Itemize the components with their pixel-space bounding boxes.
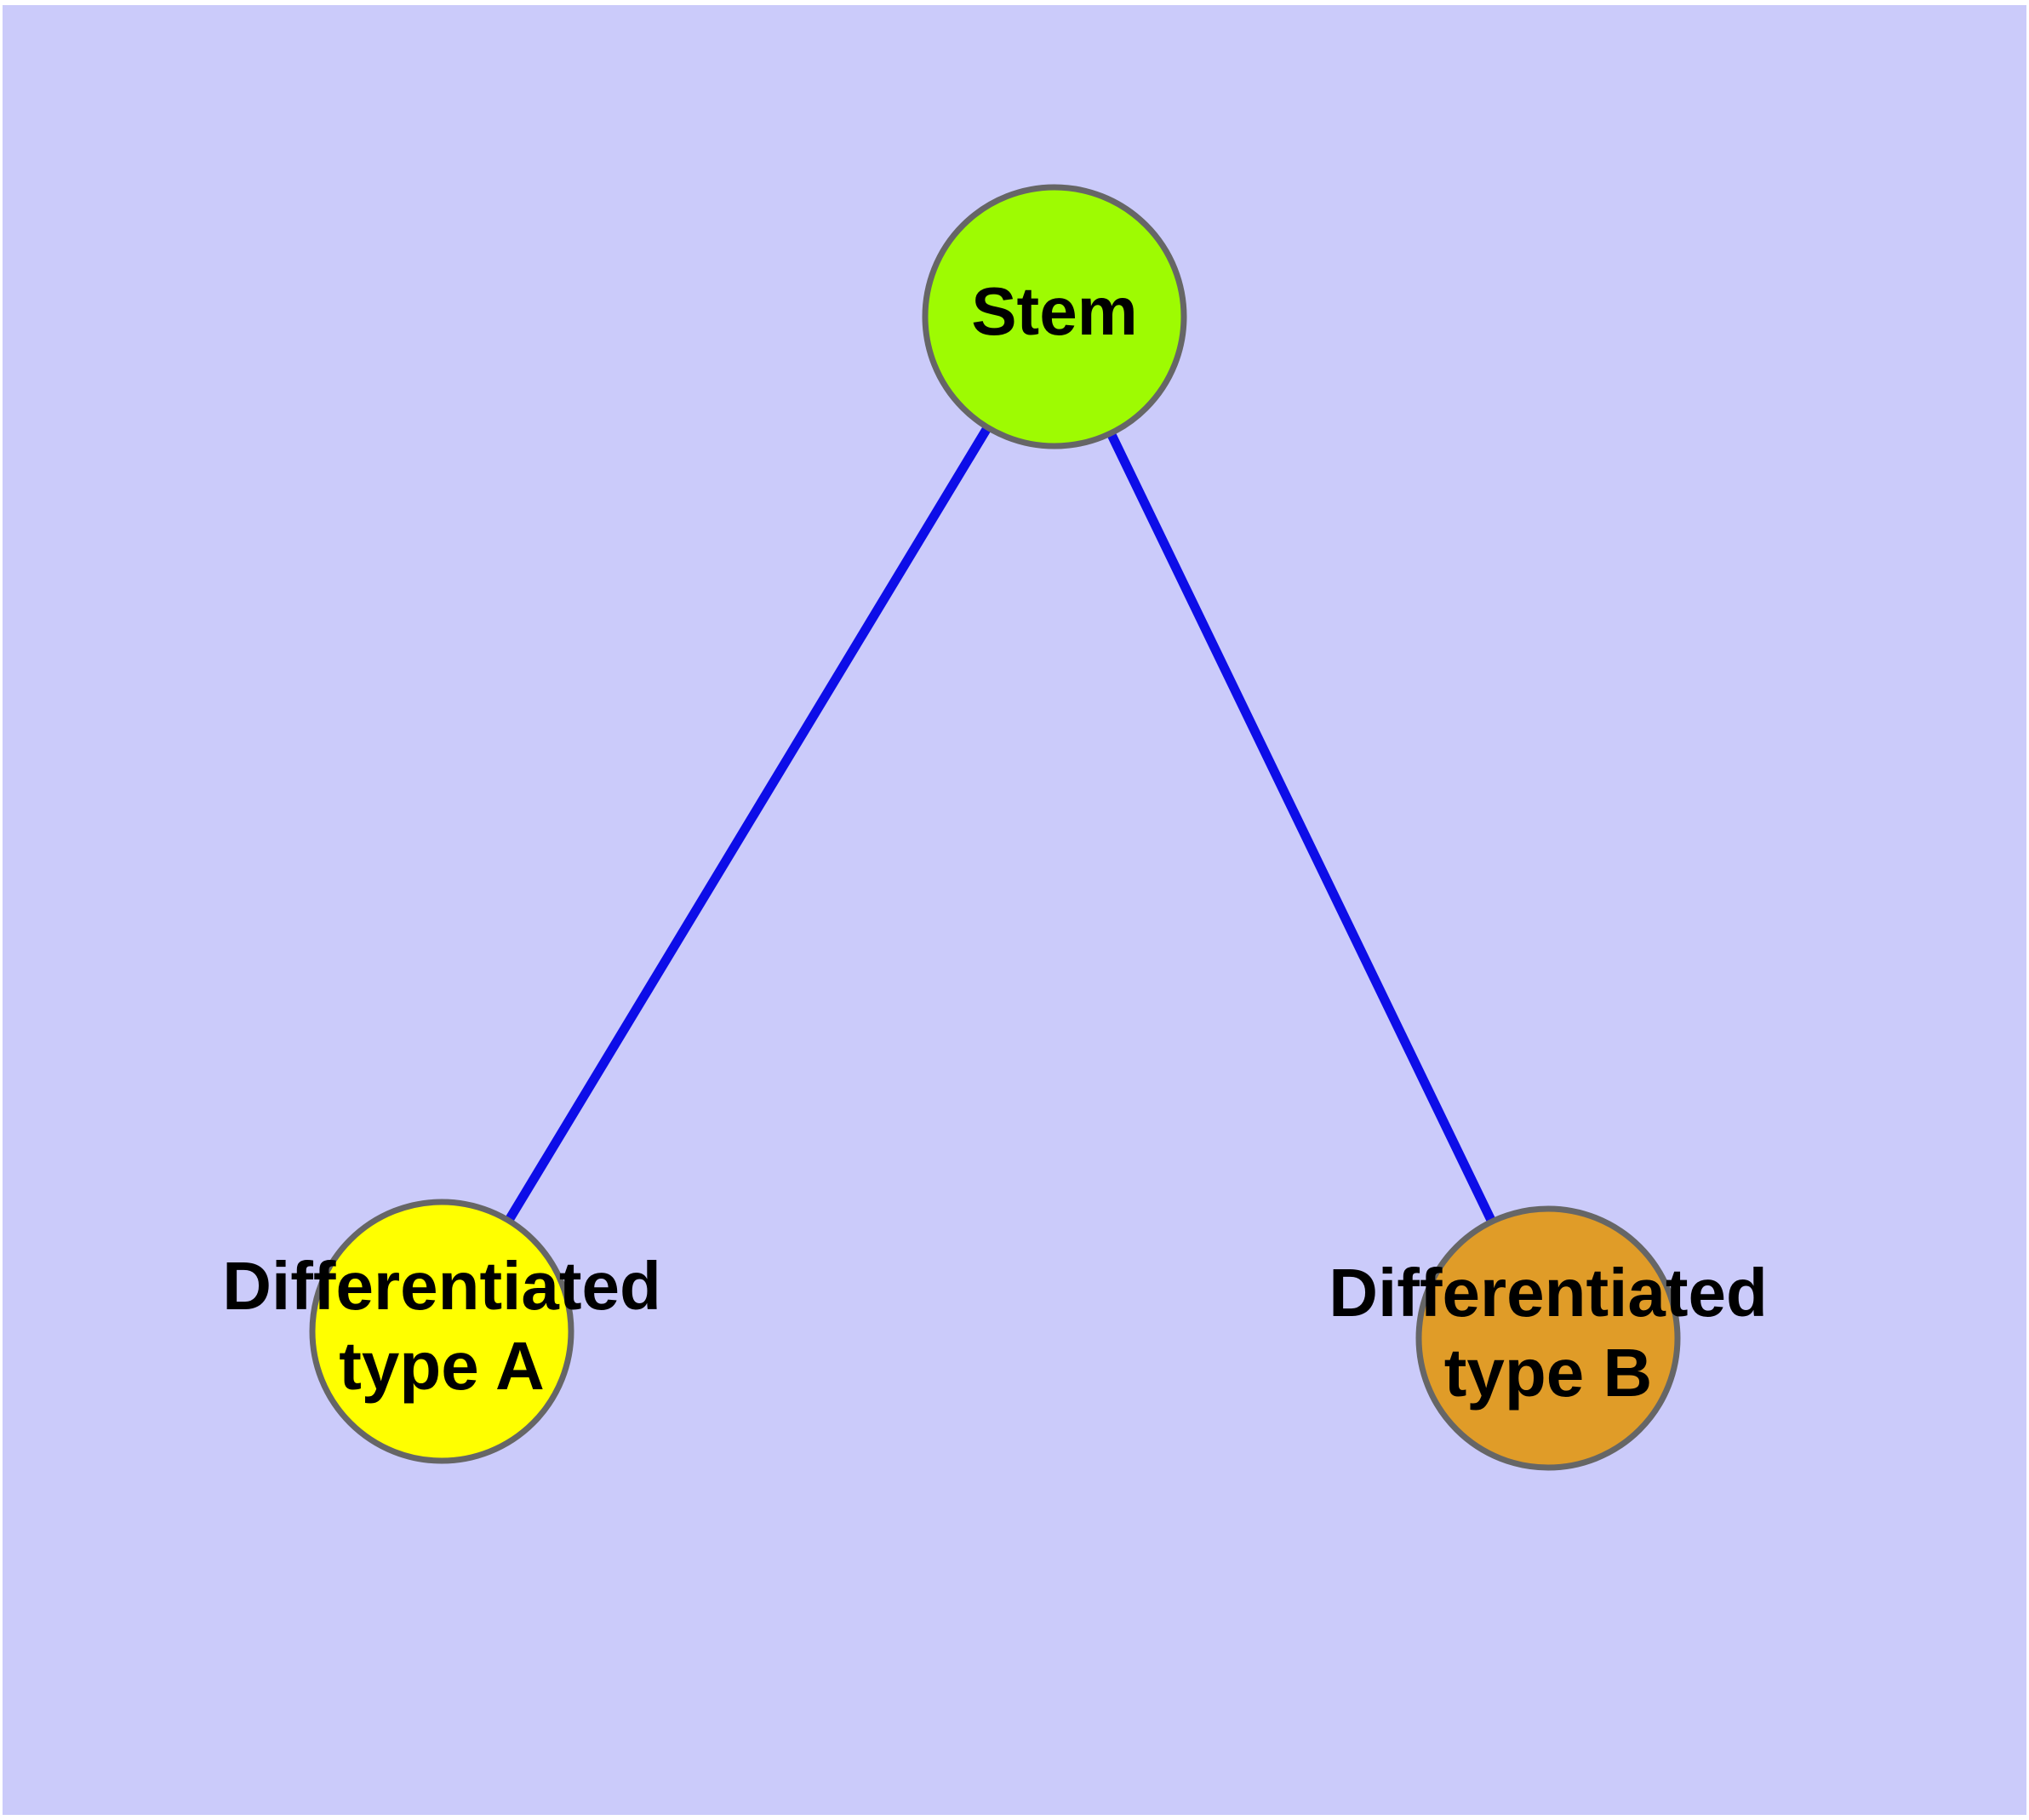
node-differentiated-type-b[interactable]: [1415, 1205, 1681, 1471]
edge-stem-to-differentiated-type-a[interactable]: [437, 314, 1059, 1334]
node-differentiated-type-a[interactable]: [309, 1199, 574, 1464]
node-stem-circle[interactable]: [922, 184, 1187, 449]
node-differentiated-type-a-circle[interactable]: [309, 1199, 574, 1464]
nodes-layer: [309, 184, 1681, 1471]
node-stem[interactable]: [922, 184, 1187, 449]
label-line: Stem: [971, 273, 1138, 349]
label-line: Differentiated: [1329, 1255, 1768, 1331]
label-line: Differentiated: [222, 1248, 661, 1324]
label-line: type B: [1444, 1335, 1653, 1411]
node-stem-label: Stem: [971, 273, 1138, 349]
edge-stem-to-differentiated-type-b[interactable]: [1050, 314, 1552, 1341]
node-differentiated-type-b-circle[interactable]: [1415, 1205, 1681, 1471]
edges-layer: [437, 314, 1552, 1341]
label-line: type A: [339, 1328, 545, 1404]
